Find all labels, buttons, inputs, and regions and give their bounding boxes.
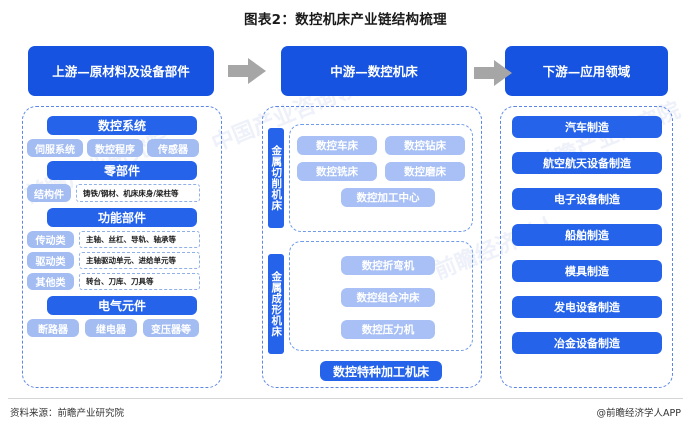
node-functional-parts[interactable]: 功能部件 [47, 208, 197, 227]
source-text: 资料来源：前瞻产业研究院 [10, 408, 125, 419]
label-metal-cutting-machines: 金属切削机床 [268, 128, 284, 228]
node-sensor[interactable]: 传感器 [147, 139, 199, 157]
node-structural-parts[interactable]: 结构件 [27, 184, 71, 202]
right-arrow-icon [228, 58, 266, 84]
spec-structural-parts: 铸铁/钢材、机床床身/梁柱等 [76, 184, 200, 202]
spec-transmission: 主轴、丝杠、导轨、轴承等 [79, 231, 200, 248]
node-relay[interactable]: 继电器 [85, 319, 137, 337]
footer-divider [8, 398, 683, 399]
spec-other-category: 转台、刀库、刀具等 [79, 273, 200, 290]
diagram-canvas: 上游—原材料及设备部件 中游—数控机床 下游—应用领域 数控系统 伺服系统 数控… [0, 36, 691, 394]
right-arrow-icon [474, 60, 512, 86]
upstream-group-box [22, 106, 222, 388]
node-power-generation-equipment[interactable]: 发电设备制造 [512, 296, 662, 318]
page-title: 图表2：数控机床产业链结构梳理 [244, 12, 447, 28]
node-nc-milling-machine[interactable]: 数控铣床 [297, 162, 377, 181]
node-parts[interactable]: 零部件 [47, 161, 197, 180]
node-other-category[interactable]: 其他类 [27, 273, 74, 290]
metal-forming-subgroup [289, 241, 473, 351]
node-electronic-equipment[interactable]: 电子设备制造 [512, 188, 662, 210]
node-transmission[interactable]: 传动类 [27, 231, 74, 248]
node-nc-machining-center[interactable]: 数控加工中心 [341, 188, 435, 207]
node-nc-combination-punch[interactable]: 数控组合冲床 [341, 288, 435, 307]
node-metallurgical-equipment[interactable]: 冶金设备制造 [512, 332, 662, 354]
node-nc-drilling-machine[interactable]: 数控钻床 [385, 136, 465, 155]
node-transformer[interactable]: 变压器等 [143, 319, 199, 337]
node-nc-grinding-machine[interactable]: 数控磨床 [385, 162, 465, 181]
node-circuit-breaker[interactable]: 断路器 [27, 319, 79, 337]
downstream-group-box [500, 106, 673, 388]
node-servo-system[interactable]: 伺服系统 [27, 139, 83, 157]
metal-cutting-subgroup [289, 124, 473, 232]
node-drive[interactable]: 驱动类 [27, 252, 74, 269]
node-electrical-components[interactable]: 电气元件 [47, 296, 197, 315]
node-nc-program[interactable]: 数控程序 [87, 139, 143, 157]
app-credit: @前瞻经济学人APP [596, 408, 681, 419]
node-nc-special-machining[interactable]: 数控特种加工机床 [320, 361, 442, 381]
spec-drive: 主轴驱动单元、进给单元等 [79, 252, 200, 269]
column-header-downstream[interactable]: 下游—应用领域 [505, 46, 668, 96]
node-nc-lathe[interactable]: 数控车床 [297, 136, 377, 155]
node-mold-manufacturing[interactable]: 模具制造 [512, 260, 662, 282]
node-automobile-manufacturing[interactable]: 汽车制造 [512, 116, 662, 138]
node-nc-system[interactable]: 数控系统 [47, 116, 197, 135]
column-header-upstream[interactable]: 上游—原材料及设备部件 [28, 46, 214, 96]
node-aerospace-equipment[interactable]: 航空航天设备制造 [512, 152, 662, 174]
label-metal-forming-machines: 金属成形机床 [268, 254, 284, 354]
column-header-midstream[interactable]: 中游—数控机床 [281, 46, 467, 96]
midstream-group-box [262, 106, 482, 388]
node-nc-press[interactable]: 数控压力机 [341, 320, 435, 339]
node-nc-bending-machine[interactable]: 数控折弯机 [341, 256, 435, 275]
node-shipbuilding[interactable]: 船舶制造 [512, 224, 662, 246]
